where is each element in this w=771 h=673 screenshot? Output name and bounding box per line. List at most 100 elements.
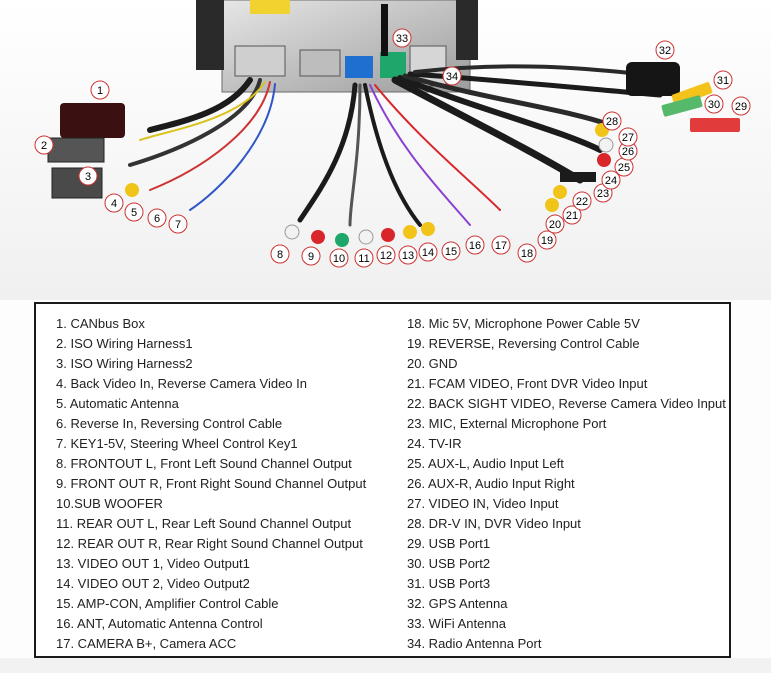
callout-8: 8: [270, 244, 290, 264]
svg-text:4: 4: [111, 198, 117, 210]
callout-9: 9: [301, 246, 321, 266]
legend-item-9: 9. FRONT OUT R, Front Right Sound Channe…: [56, 476, 367, 491]
callout-28: 28: [602, 111, 622, 131]
svg-text:8: 8: [277, 249, 283, 261]
svg-text:32: 32: [659, 45, 671, 57]
svg-text:6: 6: [154, 213, 160, 225]
iso-harness-2: [51, 167, 103, 199]
head-unit: [196, 0, 478, 93]
rca-plugs-bottom: [284, 222, 435, 247]
legend-item-30: 30. USB Port2: [407, 556, 491, 571]
svg-text:10: 10: [333, 253, 345, 265]
svg-text:29: 29: [735, 101, 747, 113]
legend-item-6: 6. Reverse In, Reversing Control Cable: [56, 416, 283, 431]
legend-item-23: 23. MIC, External Microphone Port: [407, 416, 607, 431]
callout-19: 19: [537, 230, 557, 250]
svg-text:21: 21: [566, 210, 578, 222]
legend-item-31: 31. USB Port3: [407, 576, 491, 591]
legend-item-14: 14. VIDEO OUT 2, Video Output2: [56, 576, 250, 591]
legend-item-26: 26. AUX-R, Audio Input Right: [407, 476, 575, 491]
legend-item-21: 21. FCAM VIDEO, Front DVR Video Input: [407, 376, 648, 391]
svg-text:5: 5: [131, 207, 137, 219]
svg-text:13: 13: [402, 250, 414, 262]
legend-item-17: 17. CAMERA B+, Camera ACC: [56, 636, 237, 651]
legend-item-24: 24. TV-IR: [407, 436, 462, 451]
svg-text:16: 16: [469, 240, 481, 252]
svg-text:3: 3: [85, 171, 91, 183]
legend-item-3: 3. ISO Wiring Harness2: [56, 356, 193, 371]
callout-30: 30: [704, 94, 724, 114]
legend-right-column: 18. Mic 5V, Microphone Power Cable 5V 19…: [407, 314, 726, 654]
callout-6: 6: [147, 208, 167, 228]
callout-25: 25: [614, 157, 634, 177]
callout-33: 33: [392, 28, 412, 48]
svg-text:9: 9: [308, 251, 314, 263]
svg-text:7: 7: [175, 219, 181, 231]
svg-text:30: 30: [708, 99, 720, 111]
svg-text:24: 24: [605, 175, 617, 187]
callout-21: 21: [562, 205, 582, 225]
svg-text:28: 28: [606, 116, 618, 128]
callout-1: 1: [90, 80, 110, 100]
callout-17: 17: [491, 235, 511, 255]
legend-item-32: 32. GPS Antenna: [407, 596, 508, 611]
legend-item-1: 1. CANbus Box: [56, 316, 145, 331]
callout-22: 22: [572, 191, 592, 211]
canbus-box: [60, 103, 125, 138]
svg-text:27: 27: [622, 132, 634, 144]
svg-text:34: 34: [446, 71, 458, 83]
legend-item-33: 33. WiFi Antenna: [407, 616, 506, 631]
legend-item-4: 4. Back Video In, Reverse Camera Video I…: [56, 376, 307, 391]
svg-text:20: 20: [549, 219, 561, 231]
legend-item-12: 12. REAR OUT R, Rear Right Sound Channel…: [56, 536, 363, 551]
svg-text:17: 17: [495, 240, 507, 252]
callout-32: 32: [655, 40, 675, 60]
callout-20: 20: [545, 214, 565, 234]
svg-text:14: 14: [422, 247, 434, 259]
legend-box: 1. CANbus Box 2. ISO Wiring Harness1 3. …: [34, 302, 731, 658]
legend-item-29: 29. USB Port1: [407, 536, 491, 551]
callout-29: 29: [731, 96, 751, 116]
svg-text:1: 1: [97, 85, 103, 97]
legend-item-8: 8. FRONTOUT L, Front Left Sound Channel …: [56, 456, 352, 471]
svg-text:18: 18: [521, 248, 533, 260]
legend-item-19: 19. REVERSE, Reversing Control Cable: [407, 336, 640, 351]
svg-text:26: 26: [622, 146, 634, 158]
legend-item-16: 16. ANT, Automatic Antenna Control: [56, 616, 263, 631]
svg-text:19: 19: [541, 235, 553, 247]
legend-item-18: 18. Mic 5V, Microphone Power Cable 5V: [407, 316, 640, 331]
legend-item-11: 11. REAR OUT L, Rear Left Sound Channel …: [56, 516, 352, 531]
usb-plugs: [661, 82, 740, 132]
svg-text:31: 31: [717, 75, 729, 87]
legend-item-28: 28. DR-V IN, DVR Video Input: [407, 516, 581, 531]
svg-text:2: 2: [41, 140, 47, 152]
legend-item-10: 10.SUB WOOFER: [56, 496, 163, 511]
svg-text:12: 12: [380, 250, 392, 262]
callout-15: 15: [441, 241, 461, 261]
callout-3: 3: [78, 166, 98, 186]
legend-item-25: 25. AUX-L, Audio Input Left: [407, 456, 564, 471]
legend-left-column: 1. CANbus Box 2. ISO Wiring Harness1 3. …: [56, 314, 366, 654]
legend-item-13: 13. VIDEO OUT 1, Video Output1: [56, 556, 250, 571]
callout-14: 14: [418, 242, 438, 262]
legend-item-7: 7. KEY1-5V, Steering Wheel Control Key1: [56, 436, 298, 451]
svg-text:11: 11: [358, 253, 369, 265]
callouts: 1 2 3 4 5 6 7 8 9 10 11 12 13 14 15 16 1…: [34, 28, 751, 268]
rca-plugs-right: [125, 123, 614, 212]
callout-4: 4: [104, 193, 124, 213]
iso-harness-1: [47, 137, 105, 163]
callout-13: 13: [398, 245, 418, 265]
callout-18: 18: [517, 243, 537, 263]
callout-7: 7: [168, 214, 188, 234]
legend-item-5: 5. Automatic Antenna: [56, 396, 179, 411]
legend-item-15: 15. AMP-CON, Amplifier Control Cable: [56, 596, 279, 611]
callout-2: 2: [34, 135, 54, 155]
svg-text:15: 15: [445, 246, 457, 258]
gps-antenna: [626, 62, 680, 96]
legend-item-22: 22. BACK SIGHT VIDEO, Reverse Camera Vid…: [407, 396, 726, 411]
callout-10: 10: [329, 248, 349, 268]
callout-12: 12: [376, 245, 396, 265]
legend-item-2: 2. ISO Wiring Harness1: [56, 336, 193, 351]
svg-text:33: 33: [396, 33, 408, 45]
legend-item-34: 34. Radio Antenna Port: [407, 636, 542, 651]
